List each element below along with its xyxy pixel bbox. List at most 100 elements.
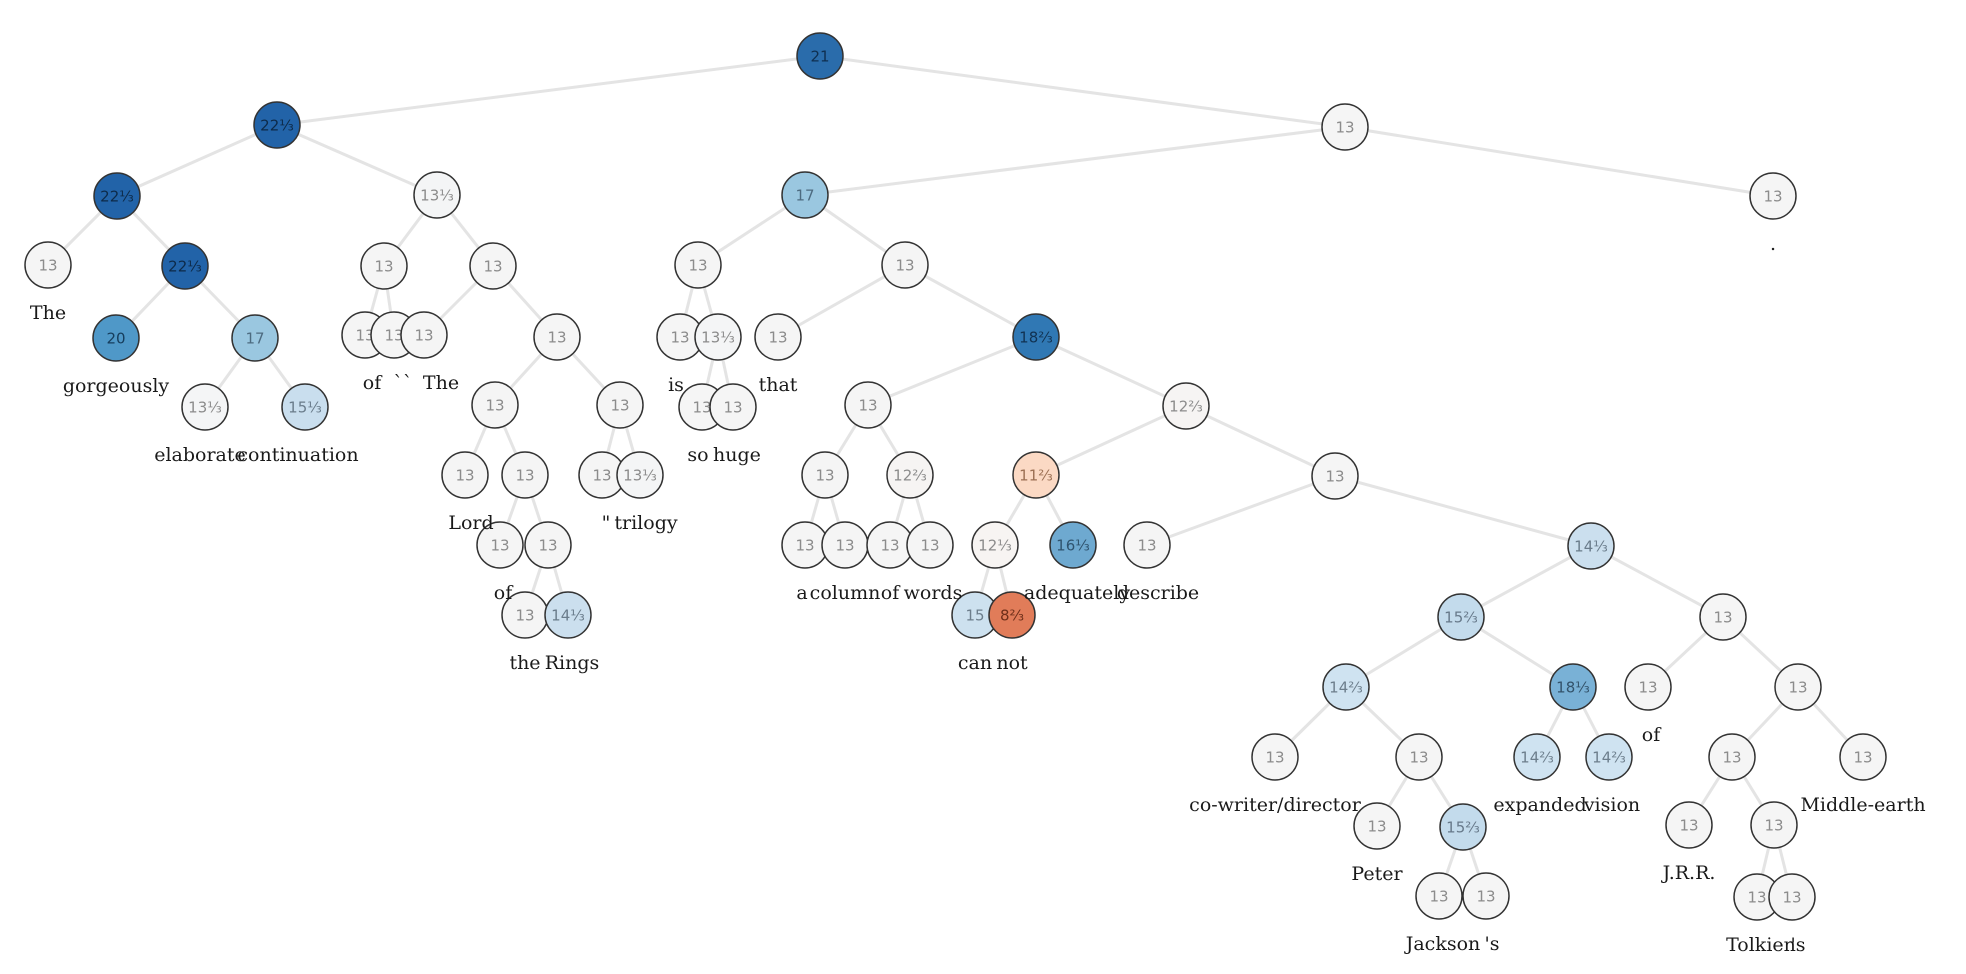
tree-node-circle (93, 172, 141, 220)
node-value: 22⅓ (260, 117, 294, 135)
leaf-word: 's (1485, 933, 1500, 955)
tree-node: 12⅔ (886, 451, 934, 499)
tree-node-circle (1162, 382, 1210, 430)
tree-node: 13 (1462, 872, 1510, 920)
tree-node-circle (24, 241, 72, 289)
node-value: 13 (414, 327, 433, 345)
tree-node-circle (1750, 801, 1798, 849)
tree-node: 13 (501, 591, 549, 639)
node-value: 21 (810, 48, 829, 66)
node-value: 13 (858, 397, 877, 415)
tree-node-circle (1462, 872, 1510, 920)
node-value: 13 (374, 258, 393, 276)
tree-node: 20 (92, 314, 140, 362)
tree-node: 13 (1665, 801, 1713, 849)
tree-node-circle (1549, 663, 1597, 711)
tree-node: 14⅓ (1567, 522, 1615, 570)
node-value: 13 (1763, 188, 1782, 206)
tree-edge (776, 263, 907, 339)
tree-node: 13 (1708, 733, 1756, 781)
node-value: 13 (1367, 818, 1386, 836)
node-value: 13 (723, 399, 742, 417)
tree-node-circle (709, 383, 757, 431)
tree-node: 13 (1749, 172, 1797, 220)
node-value: 14⅔ (1592, 749, 1626, 767)
node-value: 13 (455, 467, 474, 485)
tree-node-circle (281, 383, 329, 431)
leaf-word: huge (713, 444, 761, 466)
tree-node: 21 (796, 32, 844, 80)
node-value: 13 (920, 537, 939, 555)
node-value: 13 (815, 467, 834, 485)
leaf-word: adequately (1024, 582, 1130, 604)
tree-node: 13 (596, 381, 644, 429)
tree-node: 13 (1768, 873, 1816, 921)
tree-node-circle (471, 381, 519, 429)
tree-node-circle (988, 591, 1036, 639)
node-value: 13 (1679, 817, 1698, 835)
tree-node: 13 (1251, 733, 1299, 781)
tree-node: 8⅔ (988, 591, 1036, 639)
tree-node-circle (1437, 593, 1485, 641)
node-value: 13 (1137, 537, 1156, 555)
tree-node: 13 (906, 521, 954, 569)
tree-node-circle (92, 314, 140, 362)
leaf-word: elaborate (154, 444, 246, 466)
node-value: 13⅓ (623, 467, 657, 485)
tree-node-circle (1353, 802, 1401, 850)
leaf-word: of (494, 582, 514, 604)
node-value: 13⅓ (701, 329, 735, 347)
leaf-word: continuation (237, 444, 358, 466)
tree-node-circle (1624, 663, 1672, 711)
node-value: 13 (835, 537, 854, 555)
leaf-word: column (810, 582, 881, 604)
node-value: 13 (768, 329, 787, 347)
tree-node: 13 (709, 383, 757, 431)
tree-edge (275, 54, 822, 127)
tree-node: 14⅔ (1585, 733, 1633, 781)
tree-node-circle (400, 311, 448, 359)
tree-node: 13 (524, 521, 572, 569)
node-value: 13 (1764, 817, 1783, 835)
leaf-word: The (30, 302, 66, 324)
tree-node-circle (1439, 803, 1487, 851)
tree-node: 13 (881, 241, 929, 289)
leaf-word: . (1770, 233, 1776, 255)
tree-node-circle (694, 313, 742, 361)
leaf-word: `` (394, 372, 413, 394)
tree-edge (818, 54, 1347, 129)
tree-node-circle (971, 521, 1019, 569)
leaf-word: of (363, 372, 383, 394)
tree-edge (1333, 474, 1593, 548)
tree-node-circle (533, 313, 581, 361)
tree-node: 22⅓ (253, 101, 301, 149)
tree-node: 13 (821, 521, 869, 569)
tree-node: 15⅔ (1437, 593, 1485, 641)
tree-node: 13 (781, 521, 829, 569)
tree-node-circle (544, 591, 592, 639)
tree-node-circle (1049, 521, 1097, 569)
tree-node-circle (801, 451, 849, 499)
tree-node-circle (1322, 663, 1370, 711)
tree-node: 14⅔ (1322, 663, 1370, 711)
tree-node: 14⅓ (544, 591, 592, 639)
tree-node-circle (796, 32, 844, 80)
tree-node-circle (906, 521, 954, 569)
tree-node: 13 (360, 242, 408, 290)
tree-node-circle (1585, 733, 1633, 781)
node-value: 13 (490, 537, 509, 555)
leaf-word: J.R.R. (1661, 862, 1716, 884)
tree-edge (1589, 544, 1725, 619)
tree-node-circle (1768, 873, 1816, 921)
tree-edge (275, 123, 439, 197)
node-value: 13 (1853, 749, 1872, 767)
tree-node-circle (1012, 313, 1060, 361)
node-value: 13 (592, 467, 611, 485)
tree-node: 13⅓ (616, 451, 664, 499)
tree-edge (1459, 544, 1593, 619)
tree-node-circle (781, 171, 829, 219)
tree-node: 13 (533, 313, 581, 361)
tree-node: 13 (469, 242, 517, 290)
node-value: 15 (965, 607, 984, 625)
